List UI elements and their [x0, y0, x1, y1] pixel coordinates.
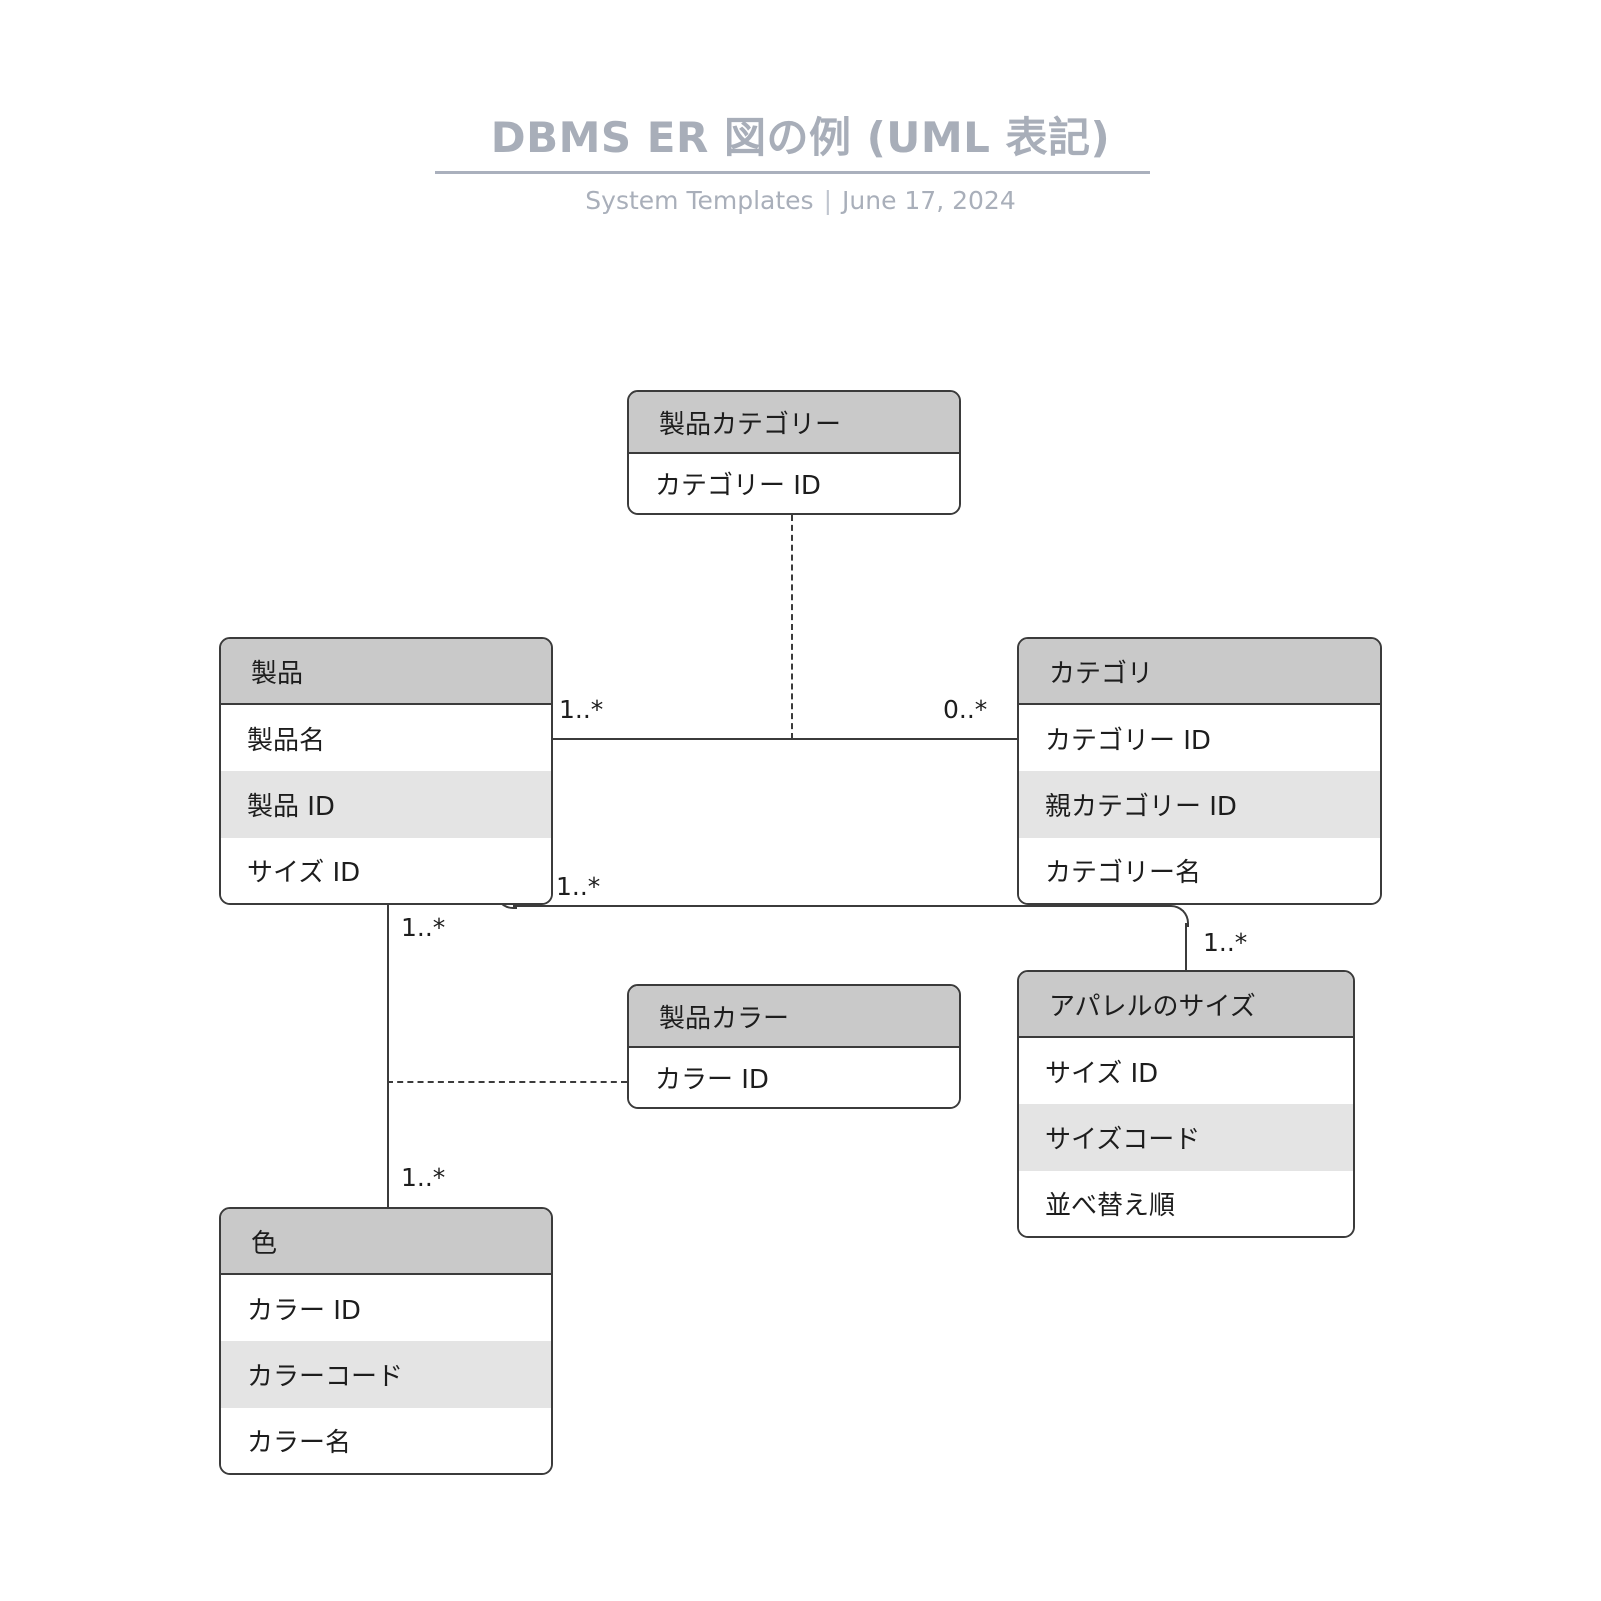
connector-product-category-line	[553, 738, 1018, 740]
connector-product-size-horizontal	[513, 905, 1167, 907]
entity-attribute-row: カテゴリー ID	[1019, 705, 1380, 771]
entity-title-product-category: 製品カテゴリー	[629, 392, 959, 454]
multiplicity-product-category-left: 1..*	[559, 695, 604, 724]
entity-color[interactable]: 色 カラー ID カラーコード カラー名	[219, 1207, 553, 1475]
connector-product-category-dashed	[791, 515, 793, 739]
connector-product-size-vertical	[1185, 923, 1187, 970]
subtitle-separator: |	[823, 186, 832, 215]
entity-attribute-row: サイズコード	[1019, 1104, 1353, 1171]
subtitle-date: June 17, 2024	[842, 186, 1016, 215]
entity-attribute-row: カラー ID	[629, 1048, 959, 1107]
entity-attribute-row: カテゴリー名	[1019, 838, 1380, 903]
entity-title-category: カテゴリ	[1019, 639, 1380, 705]
entity-apparel-size[interactable]: アパレルのサイズ サイズ ID サイズコード 並べ替え順	[1017, 970, 1355, 1238]
entity-attribute-row: サイズ ID	[1019, 1038, 1353, 1104]
entity-product-category[interactable]: 製品カテゴリー カテゴリー ID	[627, 390, 961, 515]
entity-attribute-row: カラー名	[221, 1408, 551, 1473]
entity-category[interactable]: カテゴリ カテゴリー ID 親カテゴリー ID カテゴリー名	[1017, 637, 1382, 905]
page-title: DBMS ER 図の例 (UML 表記)	[490, 113, 1111, 162]
entity-product-color[interactable]: 製品カラー カラー ID	[627, 984, 961, 1109]
entity-title-color: 色	[221, 1209, 551, 1275]
page-subtitle: System Templates | June 17, 2024	[0, 186, 1601, 215]
connector-product-color-dashed	[387, 1081, 627, 1083]
entity-attribute-row: 並べ替え順	[1019, 1171, 1353, 1236]
multiplicity-product-category-right: 0..*	[943, 695, 988, 724]
title-divider	[435, 171, 1150, 174]
entity-attribute-row: カラーコード	[221, 1341, 551, 1408]
entity-attribute-row: カラー ID	[221, 1275, 551, 1341]
entity-title-apparel-size: アパレルのサイズ	[1019, 972, 1353, 1038]
entity-attribute-row: 親カテゴリー ID	[1019, 771, 1380, 838]
multiplicity-product-color-target: 1..*	[401, 1163, 446, 1192]
multiplicity-product-color-source: 1..*	[401, 913, 446, 942]
entity-title-product: 製品	[221, 639, 551, 705]
entity-product[interactable]: 製品 製品名 製品 ID サイズ ID	[219, 637, 553, 905]
multiplicity-product-size-source: 1..*	[556, 872, 601, 901]
entity-title-product-color: 製品カラー	[629, 986, 959, 1048]
multiplicity-product-size-target: 1..*	[1203, 928, 1248, 957]
connector-product-color-vertical	[387, 903, 389, 1209]
subtitle-source: System Templates	[585, 186, 814, 215]
entity-attribute-row: サイズ ID	[221, 838, 551, 903]
entity-attribute-row: 製品名	[221, 705, 551, 771]
entity-attribute-row: カテゴリー ID	[629, 454, 959, 513]
entity-attribute-row: 製品 ID	[221, 771, 551, 838]
